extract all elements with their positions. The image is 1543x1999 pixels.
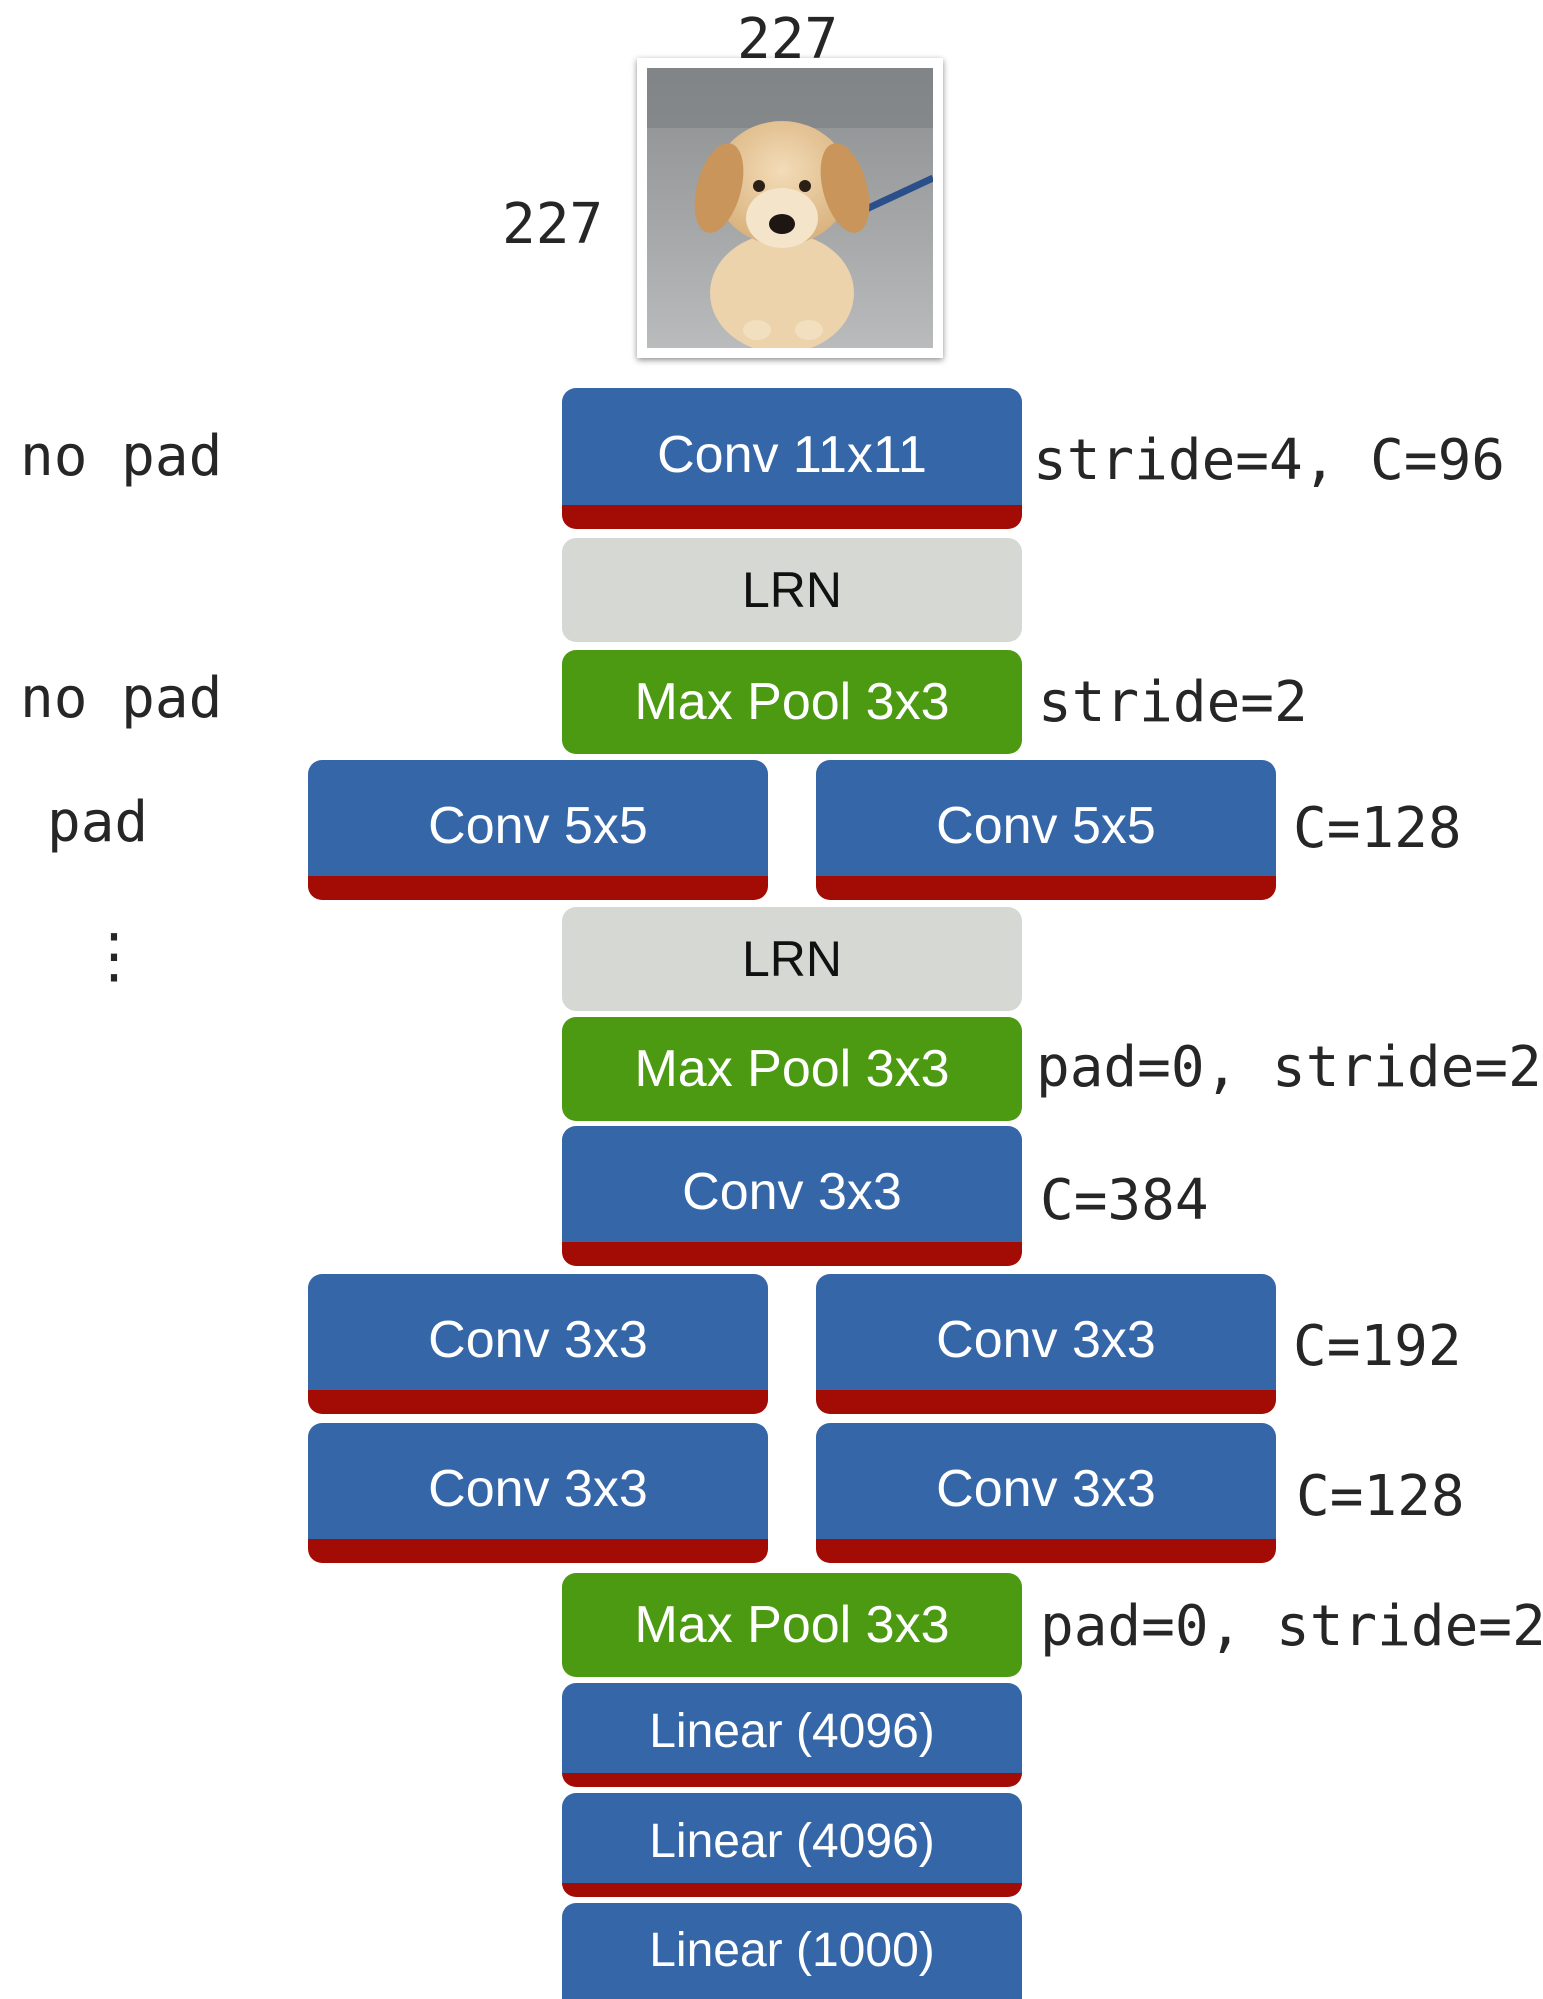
layer-lrn2: LRN [562,907,1022,1011]
note-right-conv1: stride=4, C=96 [1033,428,1506,493]
note-right-pool3: pad=0, stride=2 [1040,1594,1543,1659]
note-right-pool1: stride=2 [1038,670,1308,735]
ellipsis-icon: ⋮ [84,921,144,991]
layer-conv4-left: Conv 3x3 [308,1274,768,1414]
layer-conv3: Conv 3x3 [562,1126,1022,1266]
note-right-conv4: C=192 [1293,1314,1462,1379]
input-image [637,58,943,358]
note-right-conv2: C=128 [1293,796,1462,861]
layer-maxpool2: Max Pool 3x3 [562,1017,1022,1121]
note-right-conv5: C=128 [1296,1464,1465,1529]
layer-conv5-left: Conv 3x3 [308,1423,768,1563]
layer-maxpool3: Max Pool 3x3 [562,1573,1022,1677]
input-height-label: 227 [502,192,604,257]
layer-conv4-right: Conv 3x3 [816,1274,1276,1414]
note-right-conv3: C=384 [1040,1168,1209,1233]
note-left-conv2: pad [47,790,149,855]
layer-conv2-right: Conv 5x5 [816,760,1276,900]
layer-conv1: Conv 11x11 [562,388,1022,529]
layer-linear-fc7: Linear (4096) [562,1793,1022,1897]
layer-conv2-left: Conv 5x5 [308,760,768,900]
layer-conv5-right: Conv 3x3 [816,1423,1276,1563]
layer-linear-fc8: Linear (1000) [562,1903,1022,1999]
puppy-photo-icon [647,68,933,348]
layer-linear-fc6: Linear (4096) [562,1683,1022,1787]
layer-maxpool1: Max Pool 3x3 [562,650,1022,754]
layer-lrn1: LRN [562,538,1022,642]
note-right-pool2: pad=0, stride=2 [1036,1035,1542,1100]
note-left-pool1: no pad [20,666,223,731]
note-left-conv1: no pad [20,424,223,489]
